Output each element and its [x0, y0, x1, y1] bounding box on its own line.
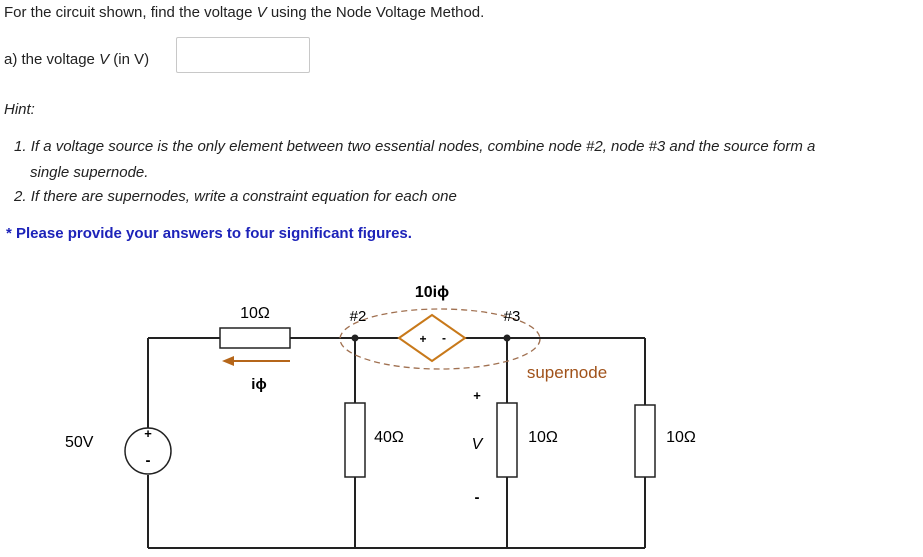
part-a-label: a) the voltage V (in V) — [4, 51, 149, 68]
hint-item-2-num: 2. — [14, 188, 27, 205]
voltage-source-icon — [124, 427, 172, 475]
dep-plus: + — [419, 332, 426, 346]
source-label: 50V — [65, 434, 94, 451]
prompt-var: V — [256, 4, 267, 21]
arrow-left-icon — [222, 356, 234, 366]
source-minus: - — [146, 452, 151, 469]
hint-item-1-num: 1. — [14, 138, 27, 155]
r1-label: 10Ω — [240, 305, 270, 322]
hint-item-2: 2. If there are supernodes, write a cons… — [14, 188, 457, 205]
prompt-text-pre: For the circuit shown, find the voltage — [4, 4, 257, 21]
hint-item-1-continued: single supernode. — [30, 164, 149, 181]
r2-label: 40Ω — [374, 429, 404, 446]
question-prompt: For the circuit shown, find the voltage … — [4, 4, 484, 21]
supernode-label: supernode — [527, 363, 607, 382]
dependent-source-label: 10iϕ — [415, 284, 449, 301]
node-3-dot — [503, 334, 511, 342]
hint-item-2-text: If there are supernodes, write a constra… — [30, 188, 457, 205]
r4-label: 10Ω — [666, 429, 696, 446]
prompt-text-post: using the Node Voltage Method. — [266, 4, 485, 21]
hint-item-1: 1. If a voltage source is the only eleme… — [14, 138, 815, 155]
r3-label: 10Ω — [528, 429, 558, 446]
hint-title: Hint: — [4, 101, 35, 118]
supernode-boundary — [339, 308, 541, 370]
v-plus: + — [473, 388, 481, 403]
resistor-r4 — [634, 404, 656, 478]
v-minus: - — [475, 489, 480, 506]
significant-figures-note: * Please provide your answers to four si… — [6, 225, 412, 242]
current-label: iϕ — [251, 376, 266, 393]
resistor-r1 — [219, 327, 291, 349]
node-2-label: #2 — [350, 308, 367, 325]
node-3-label: #3 — [504, 308, 521, 325]
source-plus: + — [144, 426, 152, 441]
dep-minus: - — [442, 331, 446, 345]
resistor-r3 — [496, 402, 518, 478]
v-label: V — [472, 436, 484, 453]
part-a-var: V — [99, 51, 110, 68]
circuit-wires — [147, 337, 646, 549]
part-a-label-pre: a) the voltage — [4, 51, 100, 68]
node-2-dot — [351, 334, 359, 342]
part-a-label-post: (in V) — [109, 51, 150, 68]
dependent-source-icon — [397, 313, 467, 363]
resistor-r2 — [344, 402, 366, 478]
hint-item-1-text: If a voltage source is the only element … — [30, 138, 816, 155]
voltage-answer-input[interactable] — [176, 37, 310, 73]
